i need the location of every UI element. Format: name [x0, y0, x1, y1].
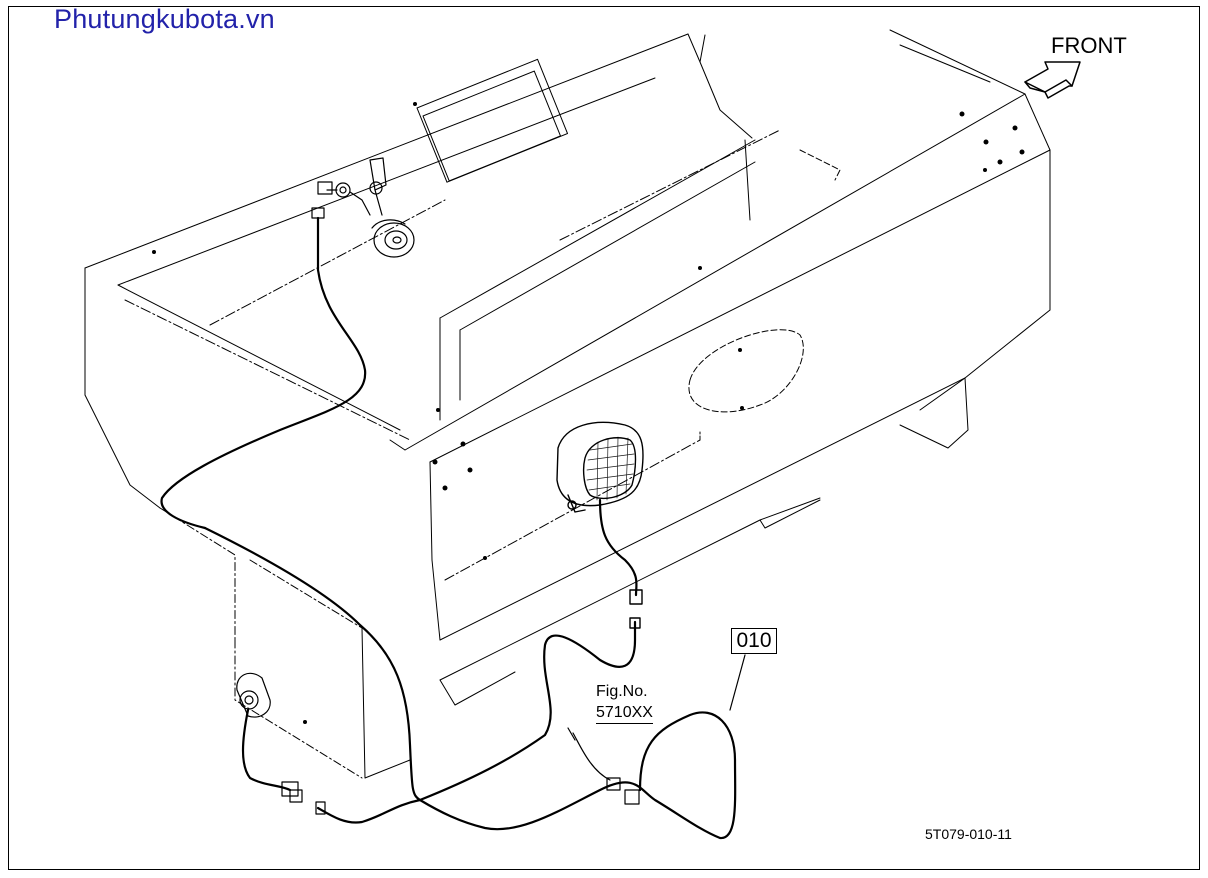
horn-icon — [311, 157, 415, 258]
watermark-text: Phutungkubota.vn — [54, 4, 275, 34]
work-light-icon — [556, 421, 644, 629]
switch-icon — [236, 672, 271, 718]
figure-reference-label: Fig.No. — [596, 683, 648, 700]
front-arrow-icon — [1024, 61, 1081, 99]
front-direction-label: FRONT — [1051, 33, 1127, 58]
thin-wires — [572, 654, 746, 781]
figure-reference-number: 5710XX — [596, 702, 653, 724]
figure-reference[interactable]: Fig.No. 5710XX — [596, 681, 653, 724]
drawing-code: 5T079-010-11 — [925, 826, 1012, 842]
machine-body — [84, 29, 1051, 779]
wiring-harness — [160, 216, 737, 840]
bolt-holes — [152, 102, 1025, 724]
part-number-callout[interactable]: 010 — [731, 628, 777, 654]
connector-icon — [281, 727, 640, 815]
drawing-frame — [8, 6, 1200, 870]
